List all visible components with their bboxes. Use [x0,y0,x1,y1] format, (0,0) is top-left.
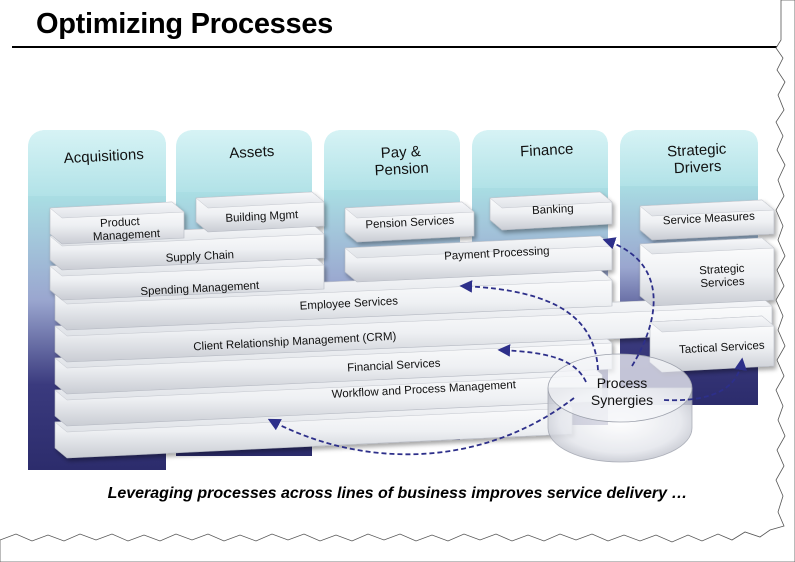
label-pension-services: Pension Services [365,215,455,232]
label-payment-processing: Payment Processing [444,245,550,263]
label-product-management: ProductManagement [92,215,161,244]
label-strategic-services: StrategicServices [699,263,746,290]
arrow-to-financial-services [497,344,587,383]
label-financial-services: Financial Services [347,358,441,375]
column-label-assets: Assets [229,143,275,162]
block-strategic-services [639,237,775,307]
arrow-to-workflow [267,397,575,456]
block-building-mgmt [195,191,325,233]
column-label-finance: Finance [520,141,574,161]
block-pension-services [344,201,475,243]
label-tactical-services: Tactical Services [679,340,765,356]
block-service-measures [639,199,775,241]
arrow-to-employee-services [459,280,599,371]
bar-employee-services [54,269,613,331]
column-label-pay-pension: Pay &Pension [373,143,429,180]
block-product-management [49,201,185,245]
label-supply-chain: Supply Chain [165,249,234,265]
arrow-to-tactical-services [663,357,747,402]
label-employee-services: Employee Services [299,295,398,312]
label-building-mgmt: Building Mgmt [225,209,299,225]
caption: Leveraging processes across lines of bus… [107,485,688,502]
column-label-strategic-drivers: StrategicDrivers [667,140,728,177]
label-service-measures: Service Measures [663,211,756,228]
arrow-to-payment-processing [602,237,655,367]
label-banking: Banking [532,203,574,217]
bar-payment-processing [344,235,613,283]
page-title: Optimizing Processes [36,8,333,40]
title-rule [12,46,778,48]
column-label-acquisitions: Acquisitions [63,146,144,167]
block-banking [489,191,613,231]
